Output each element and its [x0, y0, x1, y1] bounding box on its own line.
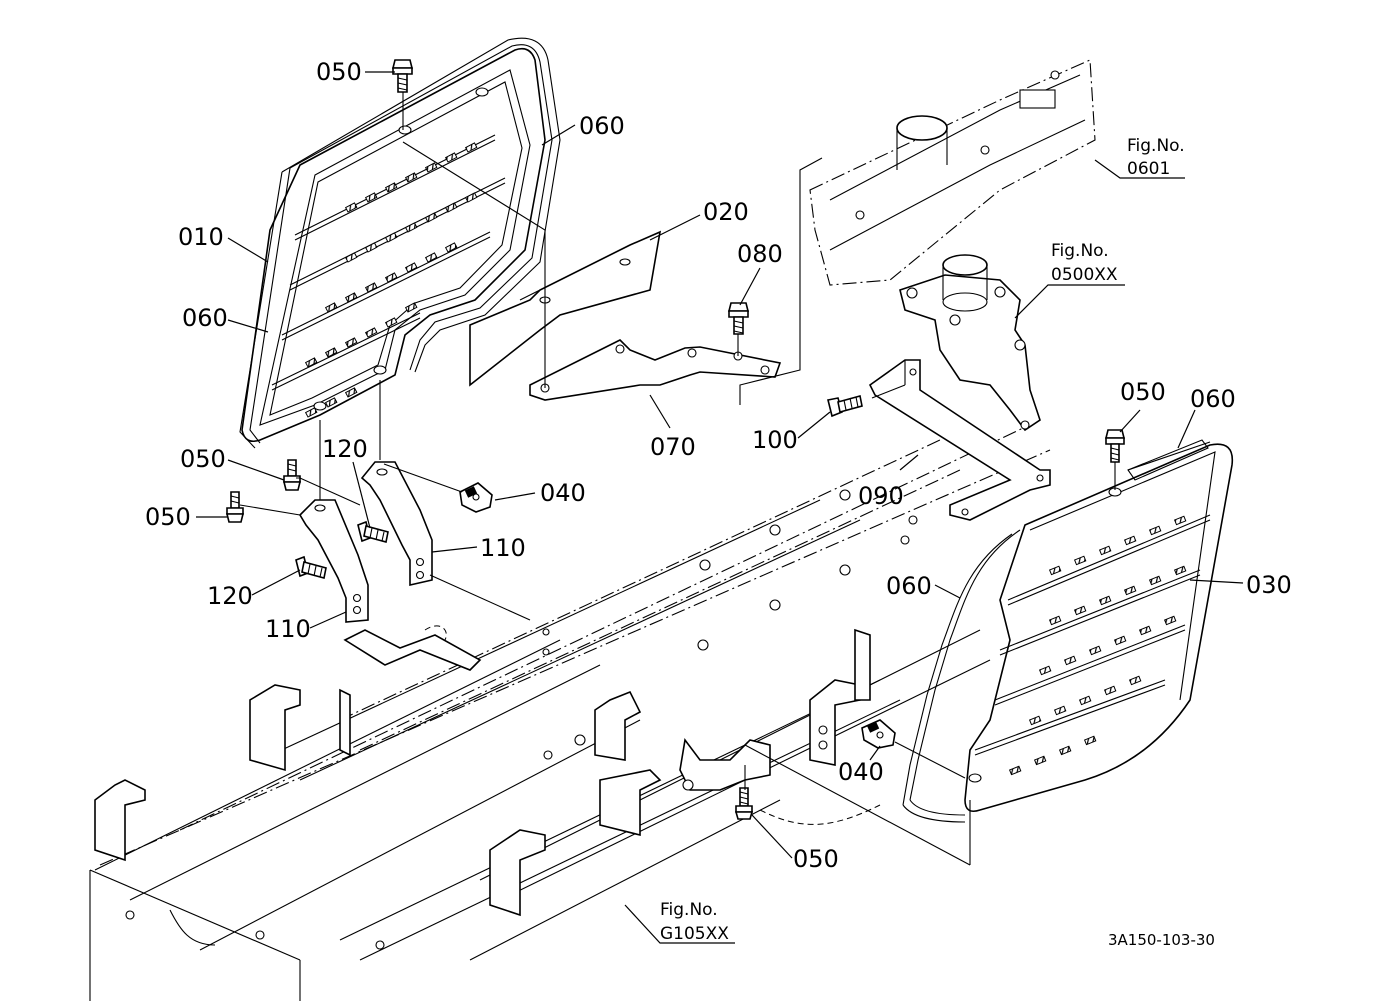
- label-050-mid-left: 050: [180, 445, 226, 473]
- label-040-right: 040: [838, 758, 884, 786]
- seal-060-left: [239, 37, 561, 449]
- side-cover-010: [241, 47, 546, 443]
- label-080: 080: [737, 240, 783, 268]
- exhaust-manifold: [809, 59, 1096, 286]
- fig-ref-0500xx-caption: Fig.No.: [1051, 241, 1109, 261]
- label-020: 020: [703, 198, 749, 226]
- bolt-120-lower: [295, 555, 327, 579]
- drawing-code: 3A150-103-30: [1108, 931, 1215, 949]
- label-030: 030: [1246, 571, 1292, 599]
- seal-060-right: [902, 441, 1211, 823]
- label-050-bottom: 050: [793, 845, 839, 873]
- plate-020: [469, 230, 662, 387]
- label-120-upper: 120: [322, 435, 368, 463]
- bracket-110-lower: [298, 499, 369, 623]
- bolt-080: [727, 302, 750, 335]
- thermostat-housing: [899, 254, 1041, 432]
- bolt-100: [827, 395, 863, 418]
- label-010: 010: [178, 223, 224, 251]
- fig-ref-g105xx-number: G105XX: [660, 924, 729, 944]
- fig-ref-g105xx-caption: Fig.No.: [660, 900, 718, 920]
- bolt-050-far-left: [225, 491, 245, 523]
- fig-ref-0601-caption: Fig.No.: [1127, 136, 1185, 156]
- clip-040-right: [861, 719, 896, 749]
- bolt-050-bottom: [734, 787, 754, 820]
- bracket-110-upper: [360, 461, 433, 587]
- bolt-050-right: [1104, 429, 1126, 463]
- label-090: 090: [858, 482, 904, 510]
- label-050-right: 050: [1120, 378, 1166, 406]
- side-cover-030: [964, 439, 1234, 813]
- label-110-upper: 110: [480, 534, 526, 562]
- label-060-right-side: 060: [886, 572, 932, 600]
- label-070: 070: [650, 433, 696, 461]
- label-060-right-top: 060: [1190, 385, 1236, 413]
- bolt-120-upper: [357, 520, 389, 543]
- alignment-line: [739, 157, 823, 405]
- part-labels: 050 060 010 060 020 080 070 100 050 060 …: [145, 58, 1292, 873]
- chassis-frame: [89, 419, 1051, 1001]
- label-060-top: 060: [579, 112, 625, 140]
- label-050-top: 050: [316, 58, 362, 86]
- fig-ref-0601-number: 0601: [1127, 159, 1170, 179]
- label-100: 100: [752, 426, 798, 454]
- bolt-050-top: [391, 59, 414, 93]
- leader-lines: [196, 71, 1244, 944]
- stay-090: [868, 359, 1051, 521]
- fig-ref-0500xx-number: 0500XX: [1051, 265, 1118, 285]
- bracket-070: [529, 339, 782, 401]
- figure-references: Fig.No. 0601 Fig.No. 0500XX Fig.No. G105…: [660, 136, 1185, 944]
- clip-040-left: [459, 482, 493, 513]
- label-060-left: 060: [182, 304, 228, 332]
- label-120-lower: 120: [207, 582, 253, 610]
- assembly-lines: [239, 92, 1116, 866]
- label-110-lower: 110: [265, 615, 311, 643]
- bolt-050-mid-left: [282, 459, 302, 491]
- label-040-left: 040: [540, 479, 586, 507]
- label-050-far-left: 050: [145, 503, 191, 531]
